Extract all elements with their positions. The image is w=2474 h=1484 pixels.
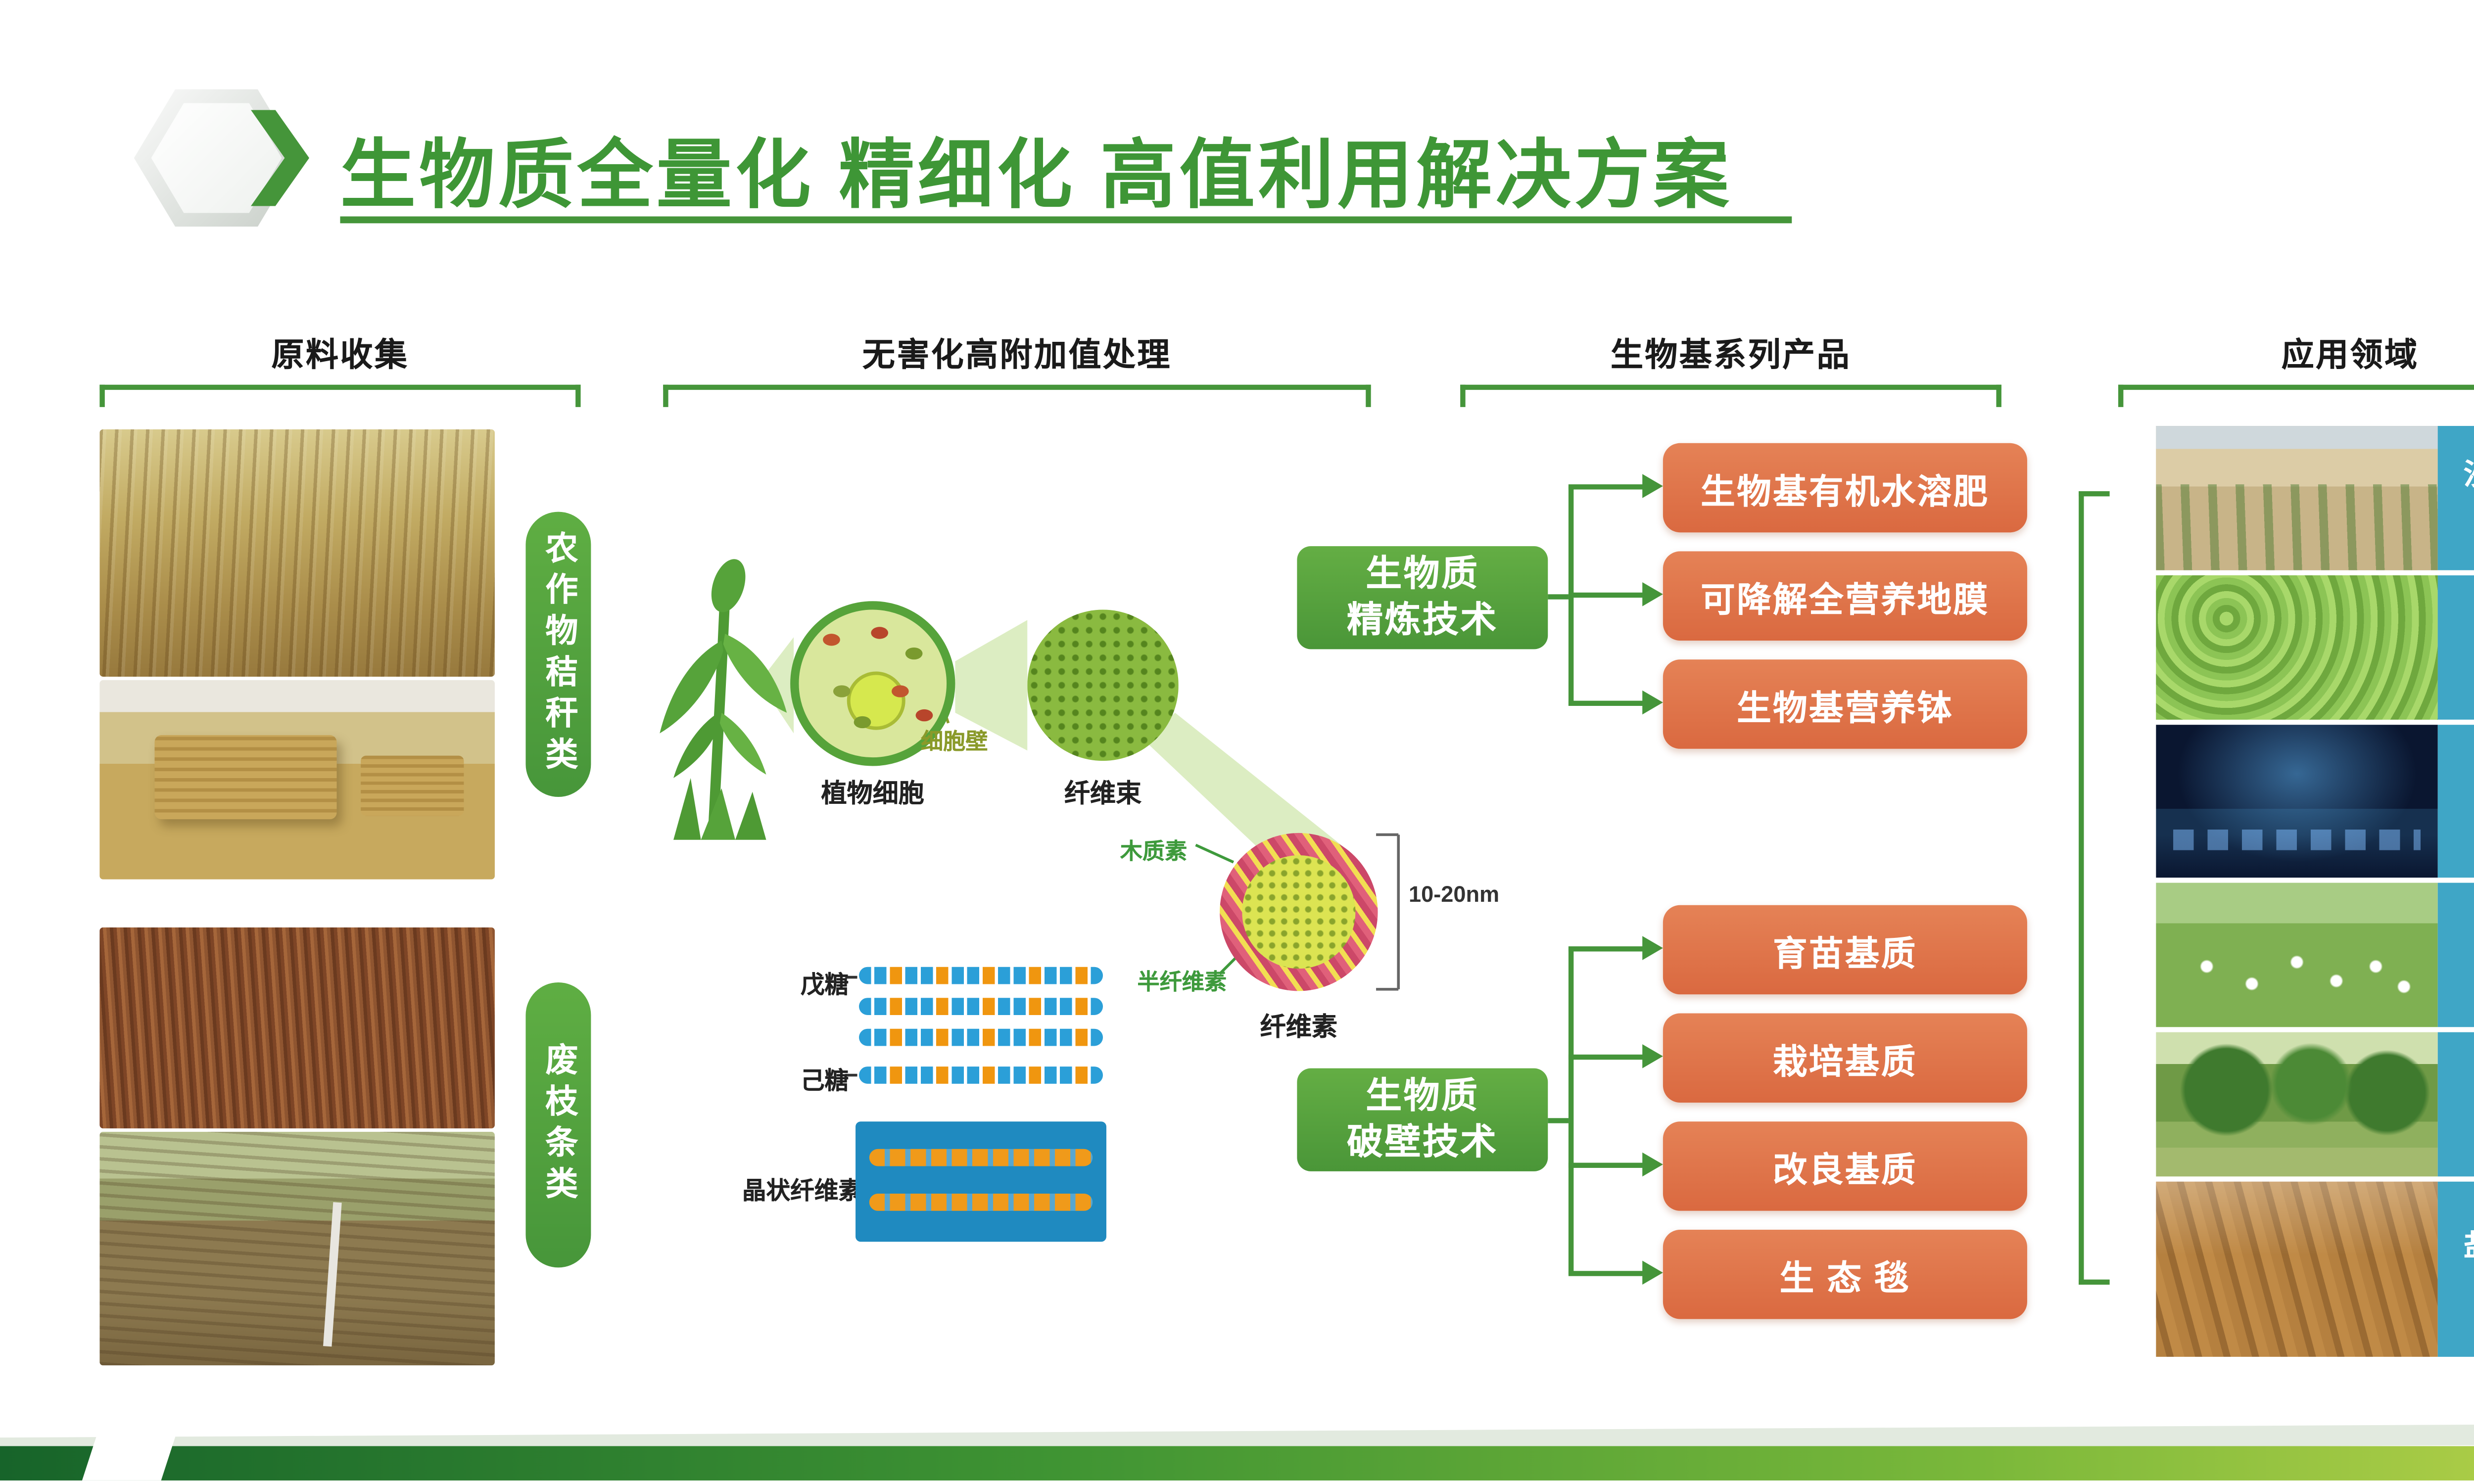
sugar-chain-row bbox=[859, 1028, 1103, 1046]
sugar-chain-row bbox=[859, 1067, 1103, 1084]
cellulose-cross-section-diagram bbox=[1220, 833, 1378, 991]
size-label: 10-20nm bbox=[1409, 881, 1500, 907]
wicker-branches-photo bbox=[99, 927, 495, 1129]
fiber-bundle-label: 纤维束 bbox=[1064, 780, 1142, 809]
arrow-right-icon bbox=[1568, 690, 1663, 715]
saline-soil-photo bbox=[2156, 1181, 2438, 1357]
app-label-livestock: 畜牧 养殖 bbox=[2437, 882, 2474, 1027]
desert-control-photo bbox=[2156, 426, 2438, 570]
refining-technology-box: 生物质 精炼技术 bbox=[1297, 546, 1548, 649]
title-underline bbox=[340, 216, 1792, 224]
arrow-right-icon bbox=[1568, 1260, 1663, 1285]
page-title: 生物质全量化 精细化 高值利用解决方案 bbox=[340, 134, 1733, 218]
hexagon-bullet-icon bbox=[134, 89, 309, 227]
straw-bales-photo bbox=[99, 680, 495, 880]
header-collection: 原料收集 bbox=[271, 337, 409, 374]
crystalline-cellulose-label: 晶状纤维素 bbox=[742, 1176, 862, 1204]
connector-stub bbox=[1548, 1118, 1569, 1123]
product-degradable-mulch-film: 可降解全营养地膜 bbox=[1663, 551, 2027, 641]
cellulose-label: 纤维素 bbox=[1260, 1013, 1337, 1043]
bracket-products bbox=[1460, 384, 2001, 407]
sheep-grazing-photo bbox=[2156, 882, 2438, 1027]
arrow-right-icon bbox=[1568, 1044, 1663, 1068]
arrow-right-icon bbox=[1568, 582, 1663, 606]
pentose-label: 戊糖 bbox=[800, 970, 849, 998]
product-water-soluble-fertilizer: 生物基有机水溶肥 bbox=[1663, 443, 2027, 533]
crystalline-cellulose-diagram bbox=[856, 1121, 1106, 1242]
product-improvement-substrate: 改良基质 bbox=[1663, 1121, 2027, 1211]
connector-stub bbox=[1548, 594, 1569, 600]
garden-greening-photo bbox=[2156, 1032, 2438, 1177]
app-label-ag-data: 农业 数据 bbox=[2437, 725, 2474, 878]
arrow-right-icon bbox=[1568, 1152, 1663, 1177]
breaking-line1: 生物质 bbox=[1366, 1076, 1479, 1116]
arrow-right-icon bbox=[1568, 936, 1663, 960]
sugar-chain-row bbox=[859, 967, 1103, 984]
bracket-processing bbox=[663, 384, 1371, 407]
cell-organelles bbox=[823, 634, 840, 646]
agriculture-data-screens-photo bbox=[2156, 725, 2438, 878]
bracket-collection bbox=[99, 384, 581, 407]
corn-stalk-field-photo bbox=[99, 429, 495, 677]
connector-line bbox=[1568, 948, 1574, 1275]
hexose-label: 己糖 bbox=[800, 1067, 849, 1094]
refining-line1: 生物质 bbox=[1366, 554, 1479, 594]
app-label-fertility: 肥力 提升 bbox=[2437, 575, 2474, 720]
processing-diagram: 细胞壁 植物细胞 纤维束 木质素 半纤维素 纤维素 10-20nm 戊糖 己糖 … bbox=[653, 421, 1499, 1297]
app-label-saline-soil: 盐碱地 改良 bbox=[2437, 1181, 2474, 1357]
plant-cell-label: 植物细胞 bbox=[821, 780, 924, 809]
cabbage-field-photo bbox=[2156, 575, 2438, 720]
refining-line2: 精炼技术 bbox=[1347, 601, 1498, 641]
hemicellulose-label: 半纤维素 bbox=[1137, 969, 1227, 995]
sugar-chain-row bbox=[859, 998, 1103, 1015]
pruned-branches-photo bbox=[99, 1132, 495, 1366]
cell-wall-label: 细胞壁 bbox=[920, 728, 988, 754]
app-label-desert: 沙漠化 治理 bbox=[2437, 426, 2474, 570]
header-applications: 应用领域 bbox=[2281, 337, 2419, 374]
bracket-applications bbox=[2118, 384, 2474, 407]
app-label-landscaping: 园林 绿化 bbox=[2437, 1032, 2474, 1177]
applications-bracket bbox=[2079, 491, 2110, 1285]
lignin-label: 木质素 bbox=[1120, 838, 1188, 864]
footer-notch bbox=[82, 1436, 176, 1481]
product-seedling-substrate: 育苗基质 bbox=[1663, 905, 2027, 995]
product-ecological-blanket: 生 态 毯 bbox=[1663, 1229, 2027, 1319]
product-cultivation-substrate: 栽培基质 bbox=[1663, 1013, 2027, 1103]
plant-illustration bbox=[660, 559, 787, 840]
footer-green-bar bbox=[0, 1446, 2474, 1481]
category-waste-branches: 废枝条类 bbox=[525, 982, 591, 1268]
fiber-bundle-diagram bbox=[1027, 609, 1179, 761]
cell-nucleus bbox=[847, 671, 905, 730]
category-crop-straw: 农作物秸秆类 bbox=[525, 511, 591, 797]
wall-breaking-technology-box: 生物质 破壁技术 bbox=[1297, 1068, 1548, 1171]
breaking-line2: 破壁技术 bbox=[1347, 1123, 1498, 1163]
product-nutrition-bowl: 生物基营养钵 bbox=[1663, 659, 2027, 749]
header-products: 生物基系列产品 bbox=[1610, 337, 1852, 374]
arrow-right-icon bbox=[1568, 474, 1663, 498]
header-processing: 无害化高附加值处理 bbox=[862, 337, 1172, 374]
